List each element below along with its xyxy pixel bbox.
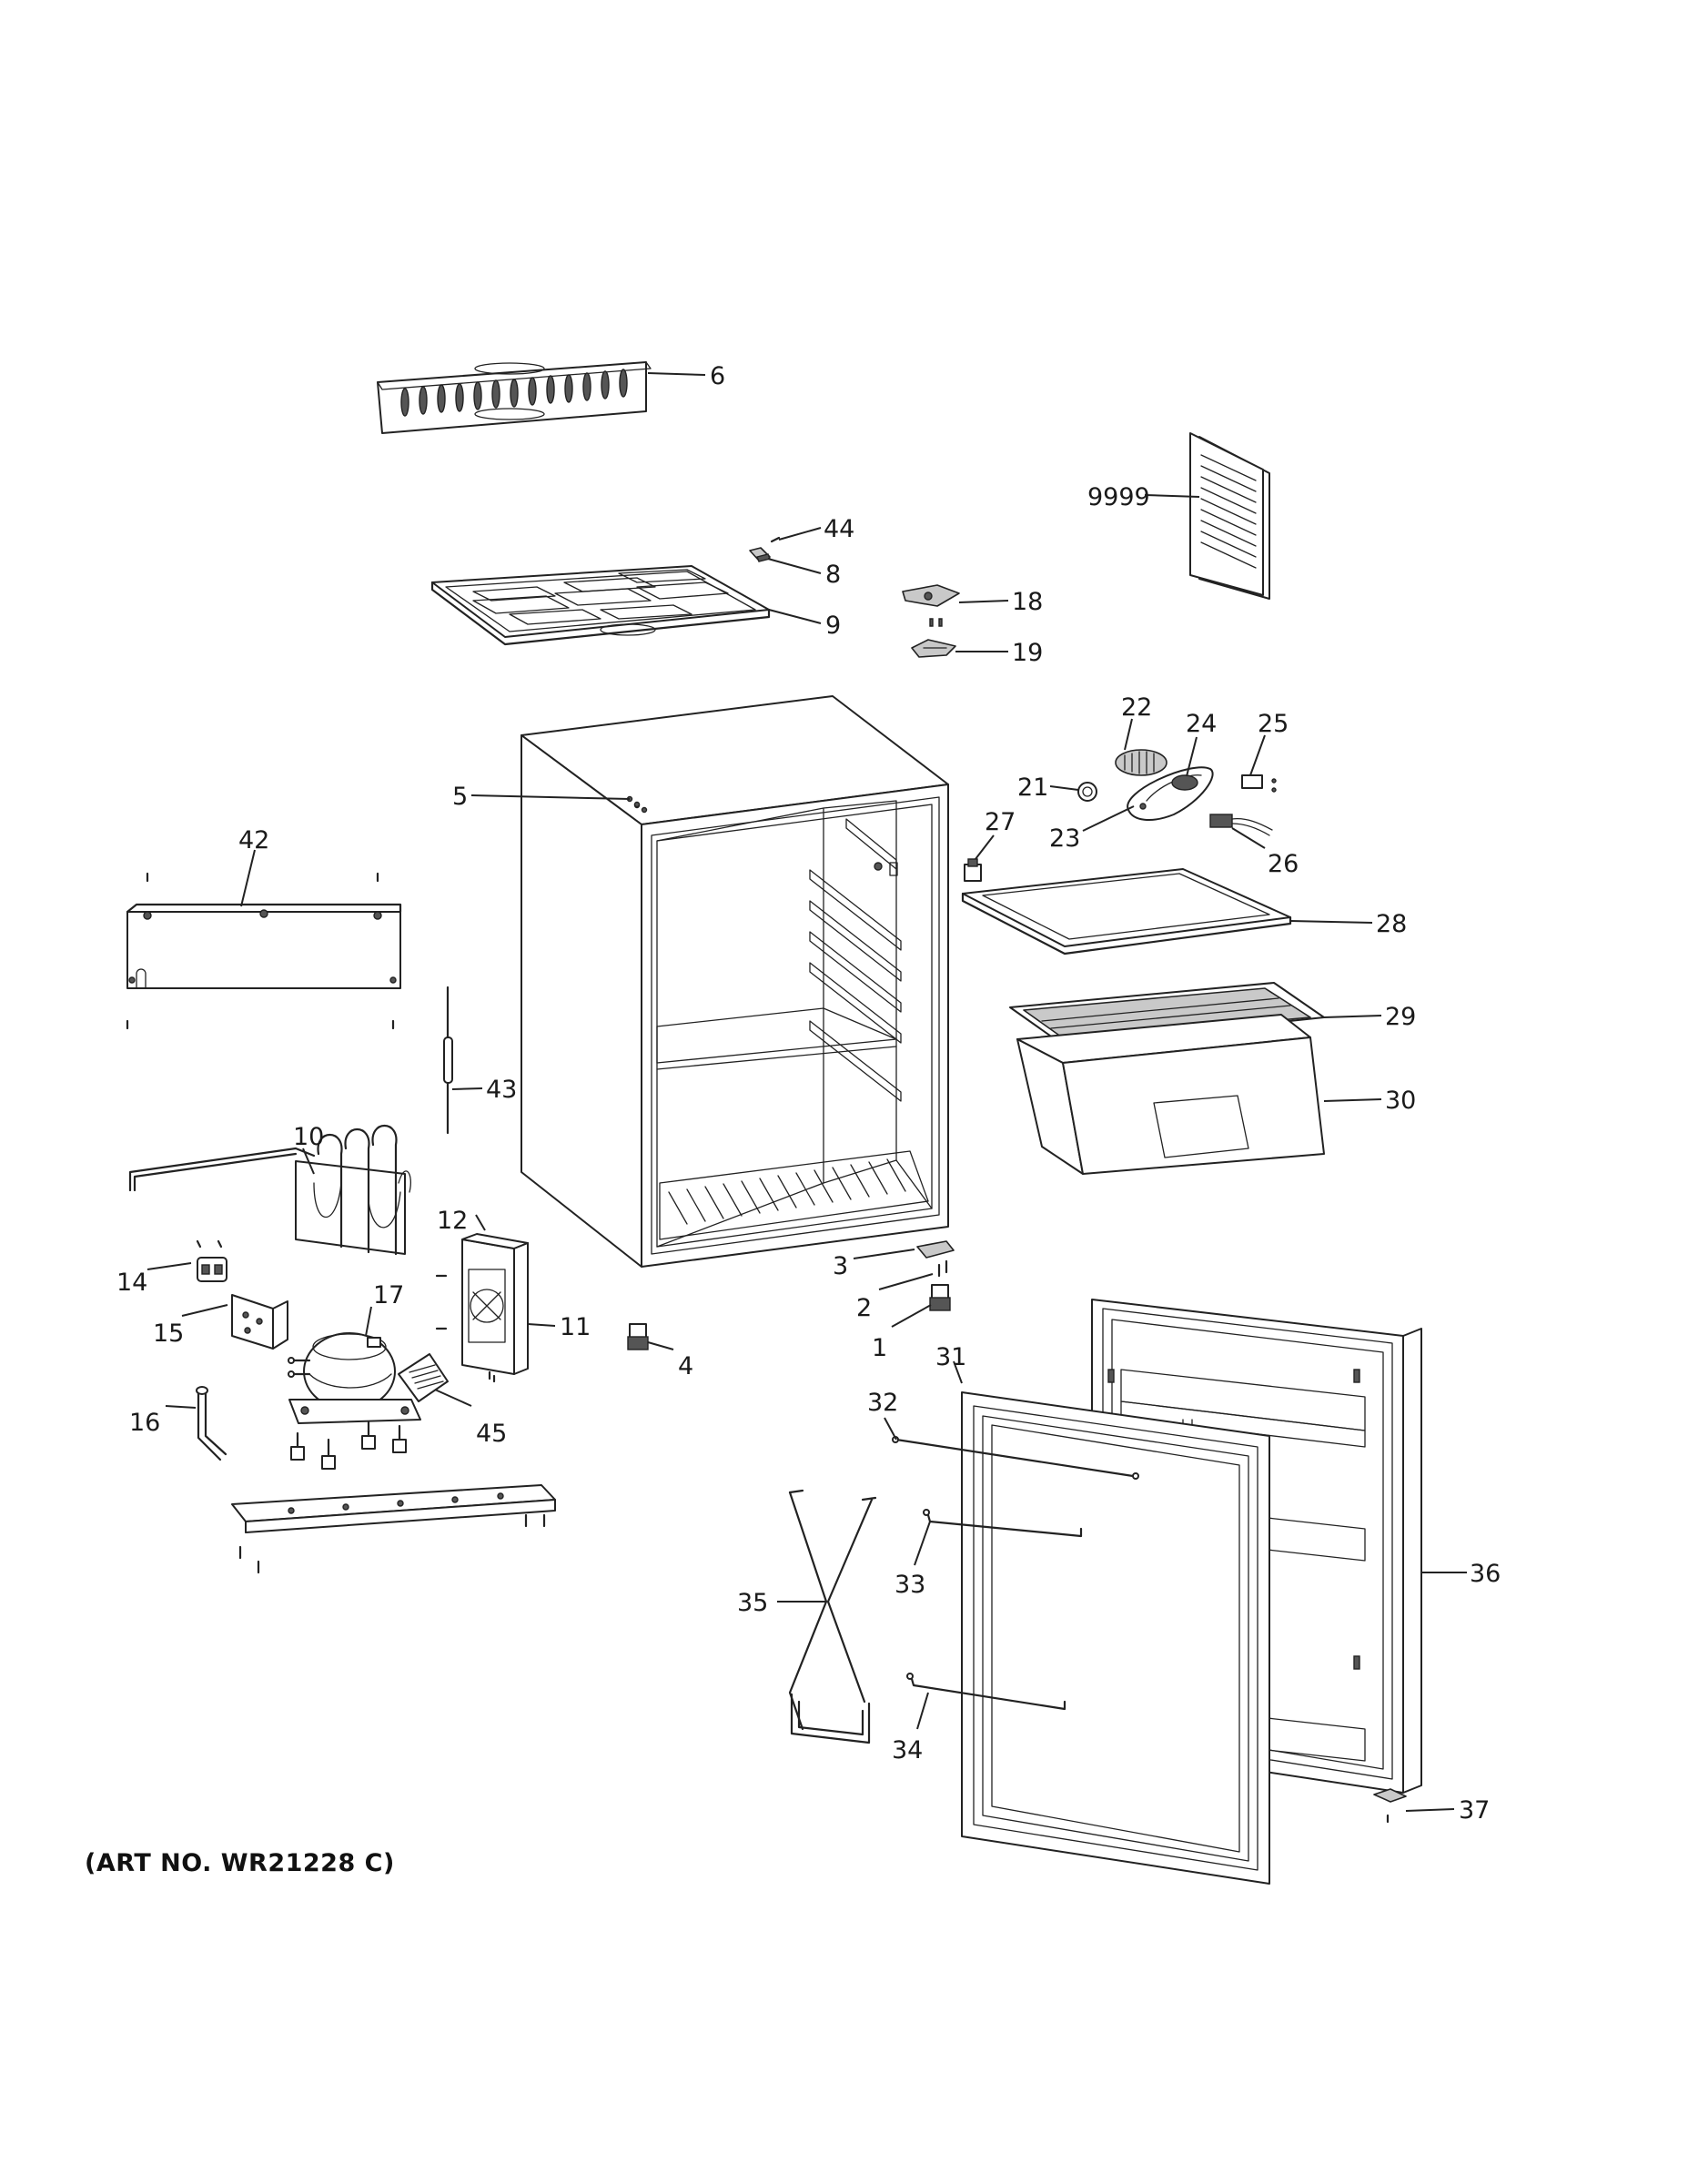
callout-18: 18 <box>1012 588 1043 616</box>
callout-3: 3 <box>833 1252 848 1280</box>
part-26-wire-harness <box>1209 814 1273 836</box>
part-44-screw <box>770 536 781 543</box>
callout-22: 22 <box>1121 693 1152 722</box>
callout-21: 21 <box>1017 774 1048 802</box>
leader-lines <box>147 372 1467 1812</box>
part-37-door-hinge <box>1373 1788 1407 1824</box>
callout-14: 14 <box>116 1269 147 1297</box>
callout-1: 1 <box>872 1334 887 1362</box>
part-27-door-switch <box>964 858 982 882</box>
callout-31: 31 <box>935 1343 966 1371</box>
part-18-hinge-cover <box>902 584 960 607</box>
part-1-leveling-leg <box>929 1284 951 1311</box>
part-29-crisper-cover <box>1009 982 1325 1046</box>
callout-23: 23 <box>1049 824 1080 853</box>
art-number: (ART NO. WR21228 C) <box>85 1849 395 1877</box>
callout-26: 26 <box>1268 850 1299 878</box>
part-22-thermostat <box>1115 749 1167 776</box>
callout-17: 17 <box>373 1281 404 1309</box>
part-9-freezer-tray <box>430 565 771 646</box>
part-43-drier <box>443 986 453 1135</box>
part-19-hinge <box>911 639 956 658</box>
callout-32: 32 <box>867 1389 898 1417</box>
callout-34: 34 <box>892 1736 923 1764</box>
callout-33: 33 <box>895 1571 925 1599</box>
callout-30: 30 <box>1385 1087 1416 1115</box>
part-16-process-tube <box>196 1386 227 1461</box>
callout-16: 16 <box>129 1409 160 1437</box>
callout-28: 28 <box>1376 910 1407 938</box>
callout-labels: 6 9999 44 8 9 18 19 22 24 25 21 23 26 27… <box>116 362 1501 1825</box>
part-11-fan-shroud <box>461 1233 529 1375</box>
part-10-condenser <box>128 1124 411 1256</box>
part-31-door-gasket <box>961 1391 1270 1885</box>
part-12-fan-motor <box>435 1269 506 1383</box>
compressor-grommets <box>290 1421 407 1470</box>
part-33-wire-rail <box>923 1509 1083 1538</box>
hinge-screws <box>929 618 943 627</box>
callout-10: 10 <box>293 1123 324 1151</box>
part-42-back-panel <box>126 872 402 1030</box>
callout-11: 11 <box>560 1313 591 1341</box>
callout-27: 27 <box>985 808 1016 836</box>
part-15-bracket <box>231 1294 288 1350</box>
callout-15: 15 <box>153 1320 184 1348</box>
cabinet <box>521 695 949 1268</box>
part-35-can-rack <box>788 1489 877 1744</box>
part-25-switch <box>1241 774 1277 793</box>
callout-6: 6 <box>710 362 725 390</box>
callout-19: 19 <box>1012 639 1043 667</box>
callout-43: 43 <box>486 1076 517 1104</box>
callout-4: 4 <box>678 1352 693 1380</box>
callout-8: 8 <box>825 561 841 589</box>
callout-9999: 9999 <box>1087 483 1150 511</box>
part-6-vent-grille <box>377 361 652 434</box>
callout-35: 35 <box>737 1589 768 1617</box>
part-24-lamp <box>1171 774 1198 791</box>
part-14-relay <box>196 1239 227 1282</box>
part-45-fan-guard <box>398 1353 449 1402</box>
callout-5: 5 <box>452 783 468 811</box>
callout-45: 45 <box>476 1420 507 1448</box>
callout-12: 12 <box>437 1207 468 1235</box>
part-3-bottom-hinge <box>916 1240 955 1259</box>
callout-24: 24 <box>1186 710 1217 738</box>
part-17-compressor <box>288 1332 421 1424</box>
part-8-bracket <box>749 547 771 562</box>
part-30-crisper-drawer <box>1016 1014 1325 1175</box>
base-rail <box>231 1484 556 1574</box>
part-21-knob <box>1077 782 1097 802</box>
callout-25: 25 <box>1258 710 1289 738</box>
callout-37: 37 <box>1459 1796 1490 1825</box>
callout-42: 42 <box>238 826 269 854</box>
callout-29: 29 <box>1385 1003 1416 1031</box>
callout-36: 36 <box>1470 1560 1501 1588</box>
callout-44: 44 <box>824 515 854 543</box>
part-2-screw <box>937 1259 948 1278</box>
grille-slots <box>400 369 628 417</box>
part-34-wire-rail <box>906 1673 1066 1711</box>
callout-2: 2 <box>856 1294 872 1322</box>
callout-9: 9 <box>825 612 841 640</box>
part-9999-owners-manual <box>1189 432 1270 600</box>
part-4-leveling-leg <box>627 1323 649 1350</box>
part-28-glass-shelf <box>961 868 1292 956</box>
